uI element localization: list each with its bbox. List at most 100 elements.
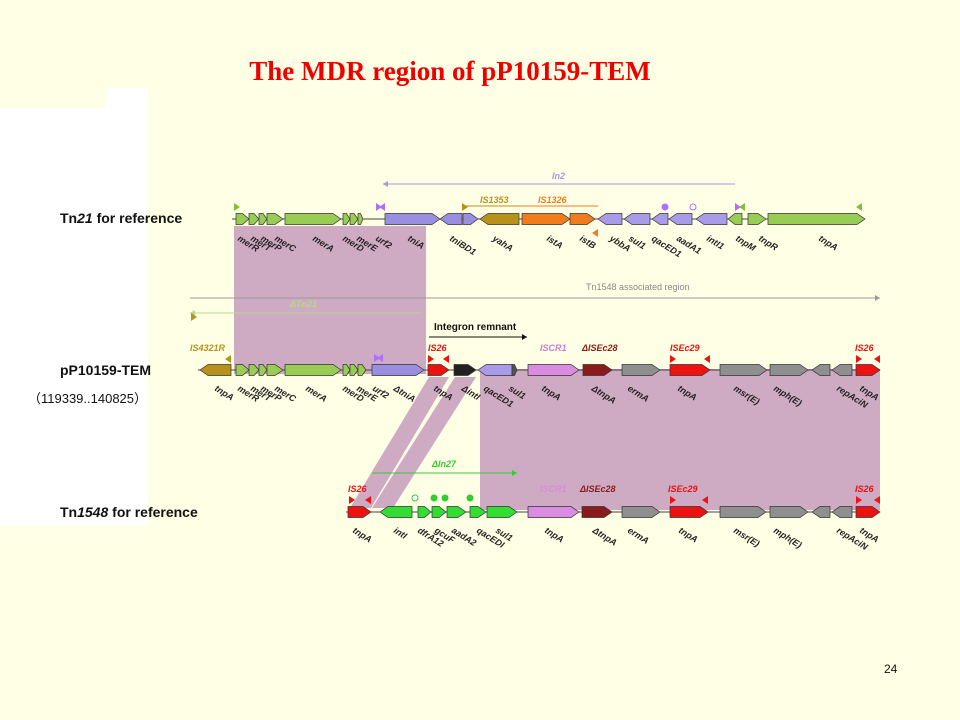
pp10159-label-9-tnia: ΔtniA <box>391 383 417 404</box>
pp-is26-right-label: IS26 <box>855 343 875 353</box>
pp-ir-6 <box>443 355 449 363</box>
track-label-tn21: Tn21 for reference <box>60 210 183 226</box>
tn21-gene-4 <box>284 213 342 225</box>
homology-tn1548-block <box>480 369 880 510</box>
track-label-tn1548: Tn1548 for reference <box>60 504 198 520</box>
tn1548-is26-left-label: IS26 <box>348 484 368 494</box>
pp10159-gene-2 <box>248 364 260 376</box>
tn1548-ir-4 <box>702 496 708 504</box>
tn1548-gene-0 <box>347 506 372 518</box>
tn1548-assoc-range-head-r <box>875 295 880 301</box>
pp10159-gene-13 <box>511 364 518 376</box>
tn21-gene-9 <box>439 213 463 225</box>
tn21-gene-15 <box>623 213 651 225</box>
tn1548-marker-open <box>411 494 419 502</box>
tn21-gene-1 <box>248 213 260 225</box>
tn1548-marker-1 <box>430 494 438 502</box>
pp-ir-4 <box>377 354 383 362</box>
pp-ir-8 <box>704 355 710 363</box>
tn21-marker-open <box>689 203 697 211</box>
tn1548-label-10-tnpa: tnpA <box>677 525 700 544</box>
pp-is26-left-label: IS26 <box>428 343 448 353</box>
din27-range-head-r <box>512 470 517 476</box>
tn21-gene-20 <box>747 213 767 225</box>
tn21-gene-13 <box>569 213 596 225</box>
tn1548-ir-1 <box>349 496 355 504</box>
tn21-marker-filled <box>661 203 669 211</box>
tn21-gene-17 <box>668 213 693 225</box>
tn21-label-tnpm: tnpM <box>734 233 758 253</box>
is1326-label: IS1326 <box>538 195 568 205</box>
tn1548-isec29-label: ISEc29 <box>668 484 698 494</box>
pp10159-gene-20 <box>811 364 831 376</box>
tn1548-gene-14 <box>831 506 853 518</box>
pp10159-gene-18 <box>719 364 768 376</box>
tn21-gene-21 <box>767 213 866 225</box>
tn21-gene-12 <box>521 213 571 225</box>
pp10159-gene-9 <box>371 364 425 376</box>
pp10159-gene-4 <box>266 364 284 376</box>
tn21-gene-14 <box>597 213 623 225</box>
tn1548-marker-3 <box>466 494 474 502</box>
tn1548-gene-11 <box>719 506 767 518</box>
tn21-gene-18 <box>695 213 728 225</box>
tn1548-label-8-tnpa: ΔtnpA <box>590 525 619 548</box>
track-coordinates: （119339..140825） <box>28 391 148 406</box>
tn21-label-yaha: yahA <box>490 233 515 254</box>
pp10159-gene-22 <box>855 364 881 376</box>
tn21-label-inti1: intI1 <box>705 233 726 251</box>
dtn21-label: ΔTn21 <box>289 299 317 309</box>
pp-ir-10 <box>874 355 880 363</box>
tn21-gene-6 <box>349 213 359 225</box>
pp10159-gene-8 <box>357 364 367 376</box>
tn21-gene-16 <box>651 213 669 225</box>
tn1548-isec28-label: ΔISEc28 <box>579 484 616 494</box>
tn1548-label-7-tnpa: tnpA <box>543 525 566 544</box>
tn1548-label-0-tnpa: tnpA <box>351 525 374 544</box>
pp10159-label-0-tnpa: tnpA <box>213 383 236 402</box>
tn21-label-istb: istB <box>578 233 598 251</box>
tn1548-marker-2 <box>441 494 449 502</box>
tn1548-ir-3 <box>670 496 676 504</box>
tn1548-iscr1-label: ISCR1 <box>540 484 567 494</box>
tn21-gene-5 <box>342 213 351 225</box>
tn21-ir-right <box>856 203 862 211</box>
pp10159-gene-5 <box>284 364 342 376</box>
tn1548-ir-2 <box>365 496 371 504</box>
pp10159-gene-7 <box>349 364 359 376</box>
pp10159-gene-17 <box>669 364 711 376</box>
in2-label: In2 <box>552 171 565 181</box>
pp-ir-1 <box>191 313 197 321</box>
tn21-gene-7 <box>357 213 364 225</box>
tn1548-gene-9 <box>621 506 661 518</box>
tn21-label-tnpa: tnpA <box>817 233 840 252</box>
tn21-label-tnpr: tnpR <box>757 233 780 253</box>
page-number: 24 <box>884 662 898 676</box>
pp10159-gene-11 <box>453 364 477 376</box>
pp10159-gene-21 <box>831 364 853 376</box>
is1353-ir-l <box>462 203 468 211</box>
pp10159-gene-15 <box>582 364 613 376</box>
pp10159-label-5-mera: merA <box>304 383 329 404</box>
tn21-label-ista: istA <box>545 233 565 250</box>
is1326-ir-r <box>592 229 598 237</box>
tn21-gene-19 <box>727 213 743 225</box>
tn1548-gene-10 <box>669 506 709 518</box>
tn1548-gene-12 <box>769 506 809 518</box>
tn21-gene-0 <box>235 213 250 225</box>
tn1548-label-9-erma: ermA <box>626 525 651 546</box>
is4321r-label: IS4321R <box>190 343 226 353</box>
track-label-pp10159: pP10159-TEM <box>60 362 152 378</box>
homology-shading <box>234 226 880 510</box>
is1353-label: IS1353 <box>480 195 509 205</box>
tn1548-gene-2 <box>417 506 432 518</box>
tn21-ir-5 <box>739 203 745 211</box>
tn1548-gene-8 <box>581 506 613 518</box>
din27-label: ΔIn27 <box>431 459 457 469</box>
tn1548-label-1-inti: intI <box>392 525 409 541</box>
tn1548-label-11-msr-e: msr(E) <box>732 525 761 549</box>
tn1548-gene-13 <box>811 506 831 518</box>
white-panel <box>0 88 148 526</box>
in2-range-head-l <box>383 181 388 187</box>
